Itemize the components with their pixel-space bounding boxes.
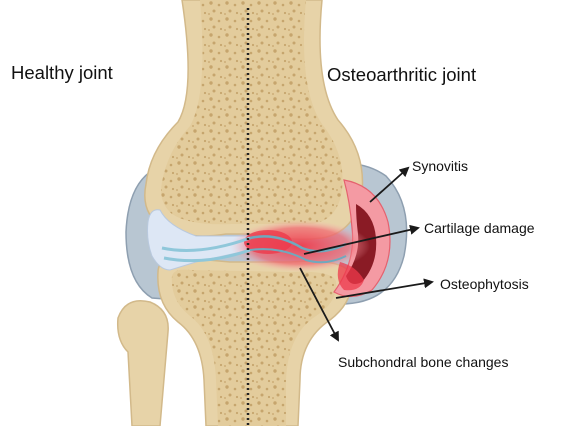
fibula-bone	[118, 301, 168, 426]
label-osteophytosis: Osteophytosis	[440, 276, 529, 292]
label-synovitis: Synovitis	[412, 158, 468, 174]
label-subchondral-bone-changes: Subchondral bone changes	[338, 354, 508, 370]
tibia-spongy-bone	[172, 270, 336, 426]
heading-osteoarthritic-joint: Osteoarthritic joint	[327, 64, 476, 86]
heading-healthy-joint: Healthy joint	[11, 62, 113, 84]
label-cartilage-damage: Cartilage damage	[424, 220, 535, 236]
